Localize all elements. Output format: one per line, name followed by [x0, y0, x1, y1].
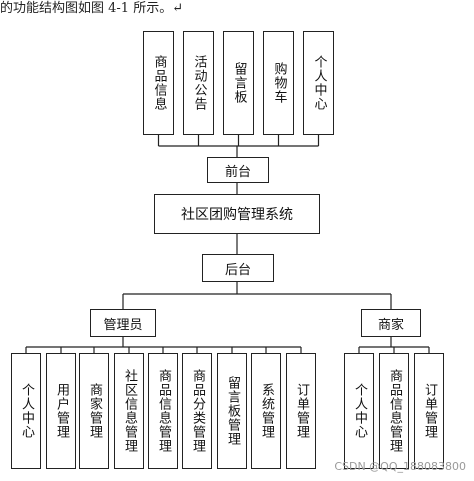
system-title-node: 社区团购管理系统 [154, 194, 320, 234]
merchant-module-label: 个人中心 [352, 383, 367, 439]
front-module-box: 商品信息 [143, 31, 174, 135]
merchant-node-label: 商家 [377, 317, 404, 333]
merchant-module-label: 商品信息管理 [387, 369, 402, 453]
back-node: 后台 [202, 254, 274, 282]
admin-node: 管理员 [90, 309, 156, 337]
front-module-box: 个人中心 [303, 31, 334, 135]
admin-module-label: 社区信息管理 [122, 369, 137, 453]
admin-module-box: 个人中心 [11, 353, 41, 469]
admin-module-box: 社区信息管理 [114, 353, 144, 469]
admin-module-box: 商品信息管理 [148, 353, 178, 469]
admin-module-label: 留言板管理 [225, 376, 240, 446]
admin-node-label: 管理员 [103, 317, 143, 333]
front-module-box: 购物车 [263, 31, 294, 135]
admin-module-box: 用户管理 [46, 353, 76, 469]
admin-module-box: 订单管理 [286, 353, 316, 469]
admin-module-label: 个人中心 [19, 383, 34, 439]
admin-module-box: 商品分类管理 [182, 353, 212, 469]
merchant-module-box: 订单管理 [414, 353, 444, 469]
front-module-label: 商品信息 [151, 55, 167, 111]
caption-text: 的功能结构图如图 4-1 所示。↵ [0, 1, 184, 16]
admin-module-label: 订单管理 [294, 383, 309, 439]
front-node: 前台 [207, 157, 269, 183]
admin-module-box: 留言板管理 [217, 353, 247, 469]
front-module-box: 留言板 [223, 31, 254, 135]
admin-module-box: 系统管理 [251, 353, 281, 469]
front-module-label: 留言板 [231, 62, 247, 104]
front-module-label: 购物车 [271, 62, 287, 104]
admin-module-label: 商品信息管理 [156, 369, 171, 453]
admin-module-box: 商家管理 [79, 353, 109, 469]
admin-module-label: 系统管理 [259, 383, 274, 439]
admin-module-label: 用户管理 [54, 383, 69, 439]
back-node-label: 后台 [224, 262, 251, 278]
front-node-label: 前台 [224, 164, 251, 180]
merchant-module-label: 订单管理 [422, 383, 437, 439]
admin-module-label: 商家管理 [87, 383, 102, 439]
watermark-text: CSDN @QQ_188083800 [334, 460, 466, 473]
front-module-box: 活动公告 [183, 31, 214, 135]
merchant-module-box: 个人中心 [344, 353, 374, 469]
system-title-label: 社区团购管理系统 [181, 207, 293, 223]
merchant-module-box: 商品信息管理 [379, 353, 409, 469]
front-module-label: 个人中心 [311, 55, 327, 111]
merchant-node: 商家 [361, 309, 421, 337]
admin-module-label: 商品分类管理 [190, 369, 205, 453]
front-module-label: 活动公告 [191, 55, 207, 111]
